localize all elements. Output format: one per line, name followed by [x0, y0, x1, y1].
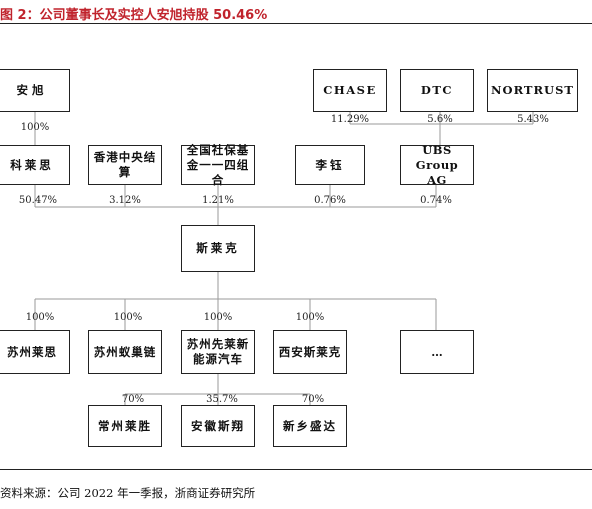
bottom-rule [0, 469, 592, 470]
pct-liyu-sinco: 0.76% [314, 195, 346, 206]
node-nortrust: NORTRUST [487, 69, 578, 112]
node-anxu: 安旭 [0, 69, 70, 112]
node-sinco: 斯莱克 [181, 225, 255, 272]
pct-sinco-suzhou-xianlai: 100% [203, 312, 233, 323]
pct-ubs-sinco: 0.74% [420, 195, 452, 206]
pct-nortrust-ubs: 5.43% [517, 114, 549, 125]
node-dtc: DTC [400, 69, 474, 112]
node-ubs: UBS Group AG [400, 143, 474, 187]
pct-xianlai-changzhou: 70% [121, 394, 145, 405]
node-xian-sinco: 西安斯莱克 [273, 330, 347, 374]
node-xinxiang: 新乡盛达 [273, 405, 347, 447]
pct-sinco-suzhou-laisi: 100% [25, 312, 55, 323]
pct-sinco-suzhou-yichao: 100% [113, 312, 143, 323]
pct-sinco-xian: 100% [295, 312, 325, 323]
node-kelaisi: 科莱思 [0, 145, 70, 185]
pct-xianlai-xinxiang: 70% [301, 394, 325, 405]
top-rule [0, 23, 592, 24]
node-ssf: 全国社保基金一一四组合 [181, 143, 255, 187]
source-note: 资料来源：公司 2022 年一季报，浙商证券研究所 [0, 486, 256, 500]
node-liyu: 李钰 [295, 145, 365, 185]
figure-title: 图 2：公司董事长及实控人安旭持股 50.46% [0, 8, 268, 23]
node-more: … [400, 330, 474, 374]
pct-chase-ubs: 11.29% [330, 114, 370, 125]
node-chase: CHASE [313, 69, 387, 112]
pct-hkscc-sinco: 3.12% [109, 195, 141, 206]
node-changzhou: 常州莱胜 [88, 405, 162, 447]
node-suzhou-laisi: 苏州莱思 [0, 330, 70, 374]
node-hkscc: 香港中央结算 [88, 145, 162, 185]
pct-kelaisi-sinco: 50.47% [18, 195, 58, 206]
pct-anxu-kelaisi: 100% [20, 122, 50, 133]
pct-ssf-sinco: 1.21% [202, 195, 234, 206]
node-suzhou-xianlai: 苏州先莱新能源汽车 [181, 330, 255, 374]
pct-xianlai-anhui: 35.7% [206, 394, 238, 405]
node-suzhou-yichao: 苏州蚁巢链 [88, 330, 162, 374]
pct-dtc-ubs: 5.6% [427, 114, 453, 125]
node-anhui: 安徽斯翔 [181, 405, 255, 447]
